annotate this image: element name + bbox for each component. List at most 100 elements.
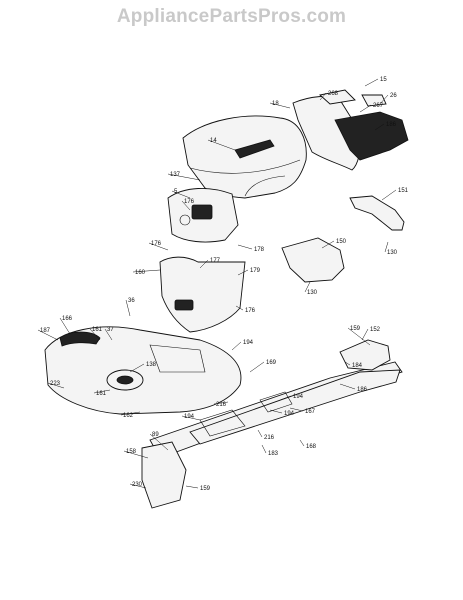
part-callout: 15 bbox=[380, 77, 387, 83]
leader-line bbox=[207, 139, 236, 151]
part-callout: 14 bbox=[210, 138, 217, 144]
part-callout: 158 bbox=[126, 449, 137, 455]
chassis-pan bbox=[44, 326, 242, 415]
leader-line bbox=[339, 383, 356, 390]
part-callout: 138 bbox=[146, 362, 157, 368]
leader-line bbox=[269, 409, 283, 414]
part-callout: 162 bbox=[123, 413, 134, 419]
part-callout: 176 bbox=[245, 308, 256, 314]
part-callout: 160 bbox=[135, 270, 146, 276]
part-callout: 187 bbox=[40, 328, 51, 334]
leader-lines bbox=[37, 78, 397, 489]
leader-line bbox=[261, 444, 267, 454]
part-callout: 216 bbox=[264, 435, 275, 441]
leader-line bbox=[344, 361, 351, 366]
main-frame bbox=[149, 361, 403, 459]
leader-line bbox=[181, 200, 191, 211]
part-callout: 166 bbox=[62, 316, 73, 322]
leader-line bbox=[167, 173, 201, 181]
grille bbox=[292, 89, 409, 171]
part-callout: 167 bbox=[305, 409, 316, 415]
part-callout: 186 bbox=[386, 122, 397, 128]
part-callout: 18 bbox=[272, 101, 279, 107]
part-callout: 151 bbox=[398, 188, 409, 194]
part-callout: 37 bbox=[107, 327, 114, 333]
leader-line bbox=[289, 407, 304, 412]
leader-line bbox=[120, 411, 141, 416]
part-callout: 5 bbox=[174, 189, 178, 195]
part-callout: 130 bbox=[387, 250, 398, 256]
part-callout: 169 bbox=[266, 360, 277, 366]
leader-line bbox=[384, 241, 389, 253]
leader-line bbox=[364, 78, 379, 87]
leader-line bbox=[359, 104, 372, 113]
part-callout: 152 bbox=[370, 327, 381, 333]
leader-line bbox=[148, 242, 169, 251]
part-callout: 159 bbox=[350, 326, 361, 332]
part-callout: 194 bbox=[184, 414, 195, 420]
leader-line bbox=[37, 329, 59, 341]
dash-panel bbox=[167, 187, 239, 243]
part-callout: 161 bbox=[92, 327, 103, 333]
part-callout: 186 bbox=[357, 387, 368, 393]
leader-line bbox=[237, 269, 249, 276]
leader-line bbox=[132, 269, 161, 273]
part-callout: 194 bbox=[293, 394, 304, 400]
leader-line bbox=[231, 341, 242, 351]
leader-line bbox=[347, 327, 371, 346]
part-callout: 130 bbox=[307, 290, 318, 296]
leader-line bbox=[381, 189, 397, 201]
leader-line bbox=[149, 433, 169, 451]
bracket-151 bbox=[349, 195, 405, 231]
leader-line bbox=[321, 240, 335, 249]
leader-line bbox=[279, 395, 292, 401]
leader-line bbox=[374, 123, 385, 131]
part-callout: 176 bbox=[184, 199, 195, 205]
cover-150 bbox=[281, 237, 345, 283]
leader-line bbox=[199, 259, 209, 269]
part-callout: 168 bbox=[306, 444, 317, 450]
lower-dash-160 bbox=[159, 256, 246, 333]
leader-line bbox=[171, 190, 191, 199]
front-bumper bbox=[141, 441, 187, 509]
leader-line bbox=[257, 429, 263, 438]
part-callout: 194 bbox=[243, 340, 254, 346]
callout-labels: 15 26 268 267 18 186 14 137 151 5 176 178 150 130 176 1… bbox=[40, 77, 409, 492]
part-callout: 183 bbox=[268, 451, 279, 457]
part-callout: 223 bbox=[50, 381, 61, 387]
leader-line bbox=[304, 281, 311, 293]
leader-line bbox=[123, 450, 149, 459]
leader-line bbox=[59, 317, 71, 335]
leader-line bbox=[379, 94, 389, 105]
part-callout: 161 bbox=[96, 391, 107, 397]
leader-line bbox=[47, 382, 65, 389]
part-callout: 176 bbox=[151, 241, 162, 247]
part-callout: 184 bbox=[352, 363, 363, 369]
leader-line bbox=[237, 244, 253, 250]
front-plate bbox=[339, 339, 391, 371]
part-callout: 194 bbox=[284, 411, 295, 417]
leader-line bbox=[235, 305, 244, 311]
part-callout: 178 bbox=[254, 247, 265, 253]
part-callout: 26 bbox=[390, 93, 397, 99]
seat bbox=[59, 331, 101, 347]
leader-line bbox=[104, 328, 113, 341]
part-callout: 137 bbox=[170, 172, 181, 178]
leader-line bbox=[299, 439, 305, 447]
leader-line bbox=[249, 361, 265, 373]
leader-line bbox=[125, 299, 131, 317]
leader-line bbox=[185, 485, 199, 489]
part-callout: 216 bbox=[216, 402, 227, 408]
part-callout: 36 bbox=[128, 298, 135, 304]
part-callout: 268 bbox=[328, 91, 339, 97]
leader-line bbox=[213, 401, 229, 405]
leader-line bbox=[361, 328, 369, 341]
leader-line bbox=[269, 102, 291, 109]
leader-line bbox=[129, 483, 147, 489]
part-callout: 267 bbox=[373, 103, 384, 109]
leader-line bbox=[181, 415, 201, 421]
leader-line bbox=[89, 328, 101, 341]
watermark-banner: AppliancePartsPros.com bbox=[116, 6, 347, 27]
part-callout: 150 bbox=[336, 239, 347, 245]
